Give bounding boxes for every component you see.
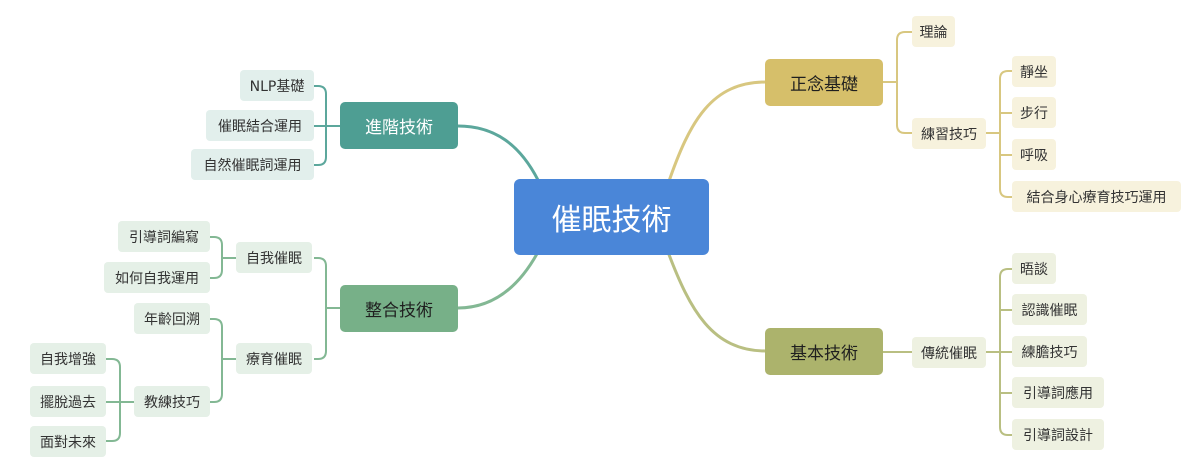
topic-breathing[interactable]: 呼吸 (1012, 139, 1056, 170)
topic-age-regression[interactable]: 年齡回溯 (134, 303, 210, 334)
bracket-advanced (314, 85, 340, 166)
topic-self-hypnosis[interactable]: 自我催眠 (236, 242, 312, 273)
topic-interview[interactable]: 晤談 (1012, 253, 1056, 284)
topic-leave-past[interactable]: 擺脫過去 (30, 386, 106, 417)
topic-hypnosis-combined[interactable]: 催眠結合運用 (206, 110, 314, 141)
topic-understanding-hypnosis[interactable]: 認識催眠 (1012, 294, 1087, 325)
topic-theory[interactable]: 理論 (912, 16, 955, 47)
topic-meditation[interactable]: 靜坐 (1012, 56, 1056, 87)
topic-face-future[interactable]: 面對未來 (30, 426, 106, 457)
bracket-practice (986, 70, 1012, 198)
branch-basic[interactable]: 基本技術 (765, 328, 883, 375)
topic-therapy-hypnosis[interactable]: 療育催眠 (236, 343, 312, 374)
topic-walking[interactable]: 步行 (1012, 97, 1056, 128)
branch-mindfulness[interactable]: 正念基礎 (765, 59, 883, 106)
bracket-mindfulness (882, 31, 912, 134)
root-topic[interactable]: 催眠技術 (514, 179, 709, 255)
bracket-coaching (106, 358, 134, 442)
connector-root-integration (457, 251, 540, 310)
topic-practice[interactable]: 練習技巧 (912, 118, 986, 149)
connector-root-mindfulness (666, 80, 767, 185)
topic-natural-hypnosis-words[interactable]: 自然催眠詞運用 (191, 149, 314, 180)
bracket-traditional (986, 268, 1012, 436)
bracket-therapy (210, 318, 236, 403)
bracket-self (210, 236, 236, 279)
topic-script-design[interactable]: 引導詞設計 (1012, 419, 1104, 450)
topic-mind-body-therapy[interactable]: 結合身心療育技巧運用 (1012, 181, 1181, 212)
topic-coaching-skills[interactable]: 教練技巧 (134, 386, 210, 417)
topic-self-application[interactable]: 如何自我運用 (104, 262, 210, 293)
topic-courage-skills[interactable]: 練膽技巧 (1012, 336, 1087, 367)
topic-script-writing[interactable]: 引導詞編寫 (118, 221, 210, 252)
topic-nlp-basics[interactable]: NLP基礎 (240, 70, 314, 101)
topic-traditional-hypnosis[interactable]: 傳統催眠 (912, 337, 986, 368)
topic-script-application[interactable]: 引導詞應用 (1012, 377, 1104, 408)
topic-self-enhancement[interactable]: 自我增強 (30, 343, 106, 374)
connector-root-advanced (457, 124, 540, 181)
bracket-integration (314, 257, 340, 360)
connector-root-basic (666, 251, 767, 353)
branch-integration[interactable]: 整合技術 (340, 285, 458, 332)
branch-advanced[interactable]: 進階技術 (340, 102, 458, 149)
